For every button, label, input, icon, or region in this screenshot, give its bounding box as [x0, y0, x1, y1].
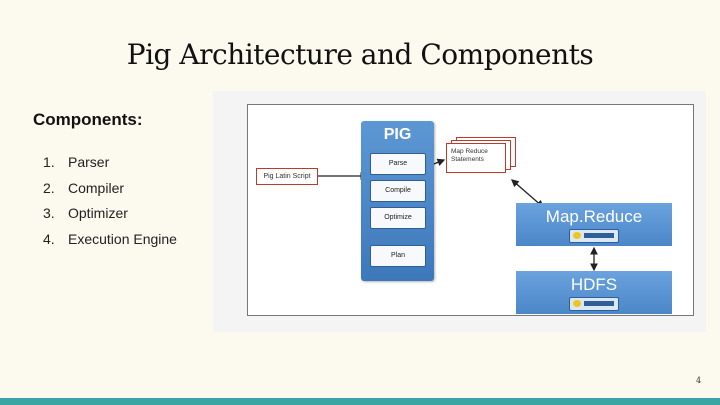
hdfs-title: HDFS [570, 275, 618, 294]
page-number: 4 [696, 376, 702, 385]
list-item: 4. Execution Engine [43, 229, 177, 255]
list-item-label: Optimizer [68, 205, 128, 221]
list-item-label: Execution Engine [68, 230, 177, 247]
diagram-canvas: Pig Latin Script PIG Parse Compile Optim… [247, 104, 694, 316]
list-number: 1. [43, 154, 55, 170]
hdfs-bar: HDFS [516, 271, 672, 314]
pig-box: PIG Parse Compile Optimize Plan [361, 121, 434, 281]
list-item: 1. Parser [43, 152, 177, 178]
hadoop-logo-icon [569, 229, 619, 243]
list-item-label: Compiler [68, 179, 125, 196]
statement-card: Map Reduce Statements [446, 143, 506, 173]
pig-step-parse: Parse [370, 153, 426, 175]
pig-step-compile: Compile [370, 180, 426, 202]
list-item: 3. Optimizer [43, 203, 177, 229]
pig-step-plan: Plan [370, 245, 426, 267]
components-heading: Components: [33, 110, 143, 129]
map-reduce-statements-label: Map Reduce Statements [451, 148, 488, 163]
mapreduce-bar: Map.Reduce [516, 203, 672, 246]
statements-to-mapreduce-arrow [511, 179, 544, 208]
bottom-accent-bar [0, 398, 720, 405]
list-number: 3. [43, 205, 55, 221]
list-number: 4. [43, 230, 55, 247]
pig-title: PIG [383, 126, 412, 143]
architecture-diagram: Pig Latin Script PIG Parse Compile Optim… [213, 91, 706, 332]
list-item-label: Parser [68, 154, 110, 170]
pig-latin-script-box: Pig Latin Script [256, 168, 318, 185]
hadoop-logo-icon [569, 297, 619, 311]
slide-title: Pig Architecture and Components [126, 38, 594, 71]
list-item: 2. Compiler [43, 178, 177, 204]
mapreduce-title: Map.Reduce [545, 207, 643, 226]
list-number: 2. [43, 179, 55, 196]
components-list: 1. Parser 2. Compiler 3. Optimizer 4. Ex… [43, 152, 177, 254]
pig-step-optimize: Optimize [370, 207, 426, 229]
